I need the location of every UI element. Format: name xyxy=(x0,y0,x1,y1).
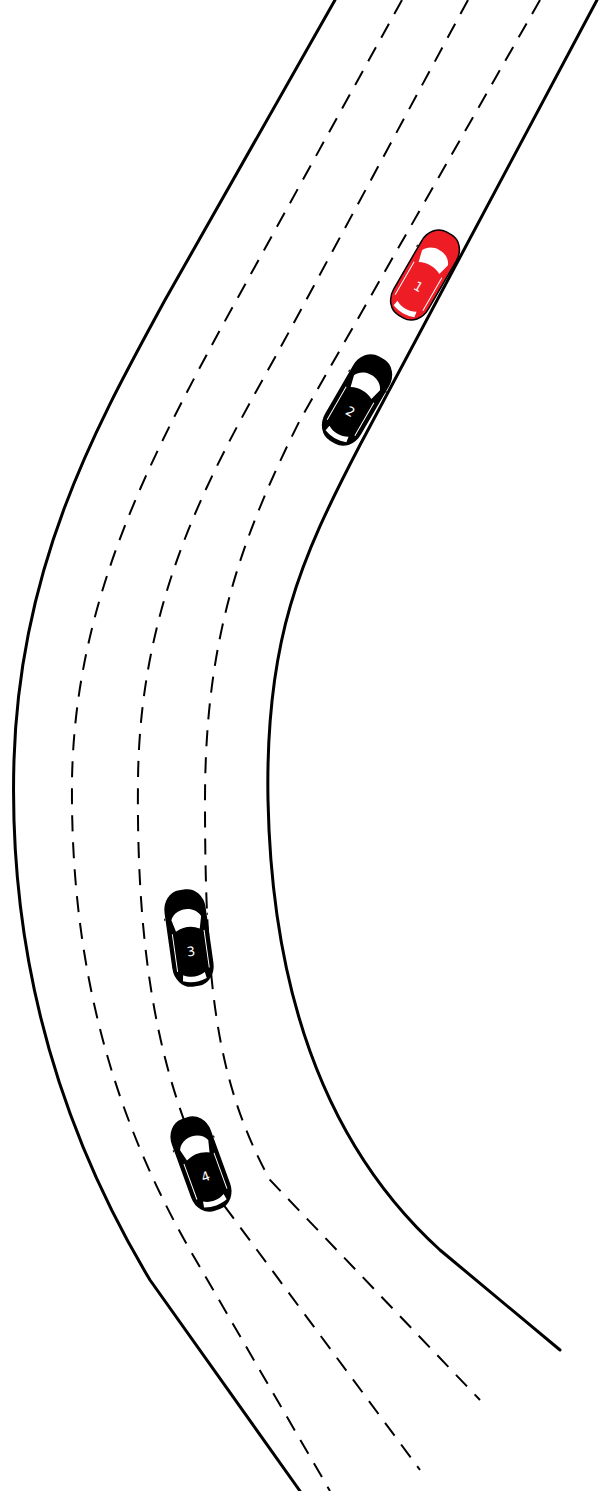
road-edge xyxy=(14,0,335,1491)
side-window xyxy=(395,262,442,311)
mirror xyxy=(171,1135,217,1153)
car-shape xyxy=(163,1109,239,1218)
windshield xyxy=(177,1132,212,1162)
rear-window xyxy=(324,425,349,444)
car: 3 xyxy=(160,885,217,990)
rear-window xyxy=(392,300,417,319)
car-shape xyxy=(313,346,401,455)
car-shape xyxy=(381,221,469,330)
car-body xyxy=(166,1112,236,1216)
rear-window xyxy=(202,1194,227,1210)
car-shape xyxy=(160,885,217,990)
windshield xyxy=(170,907,203,932)
road-edge xyxy=(268,0,597,1350)
car-body xyxy=(163,888,216,989)
car: 1 xyxy=(381,221,469,330)
mirror xyxy=(162,913,210,922)
mirror xyxy=(414,244,457,270)
lane-marking xyxy=(138,0,468,1470)
car-body xyxy=(384,223,467,326)
car: 4 xyxy=(163,1109,239,1218)
car: 2 xyxy=(313,346,401,455)
mirror xyxy=(346,369,389,395)
lane-marking xyxy=(205,0,540,1400)
side-window xyxy=(327,387,374,436)
windshield xyxy=(416,242,452,275)
rear-window xyxy=(182,972,207,984)
car-body xyxy=(316,348,399,451)
windshield xyxy=(348,367,384,400)
